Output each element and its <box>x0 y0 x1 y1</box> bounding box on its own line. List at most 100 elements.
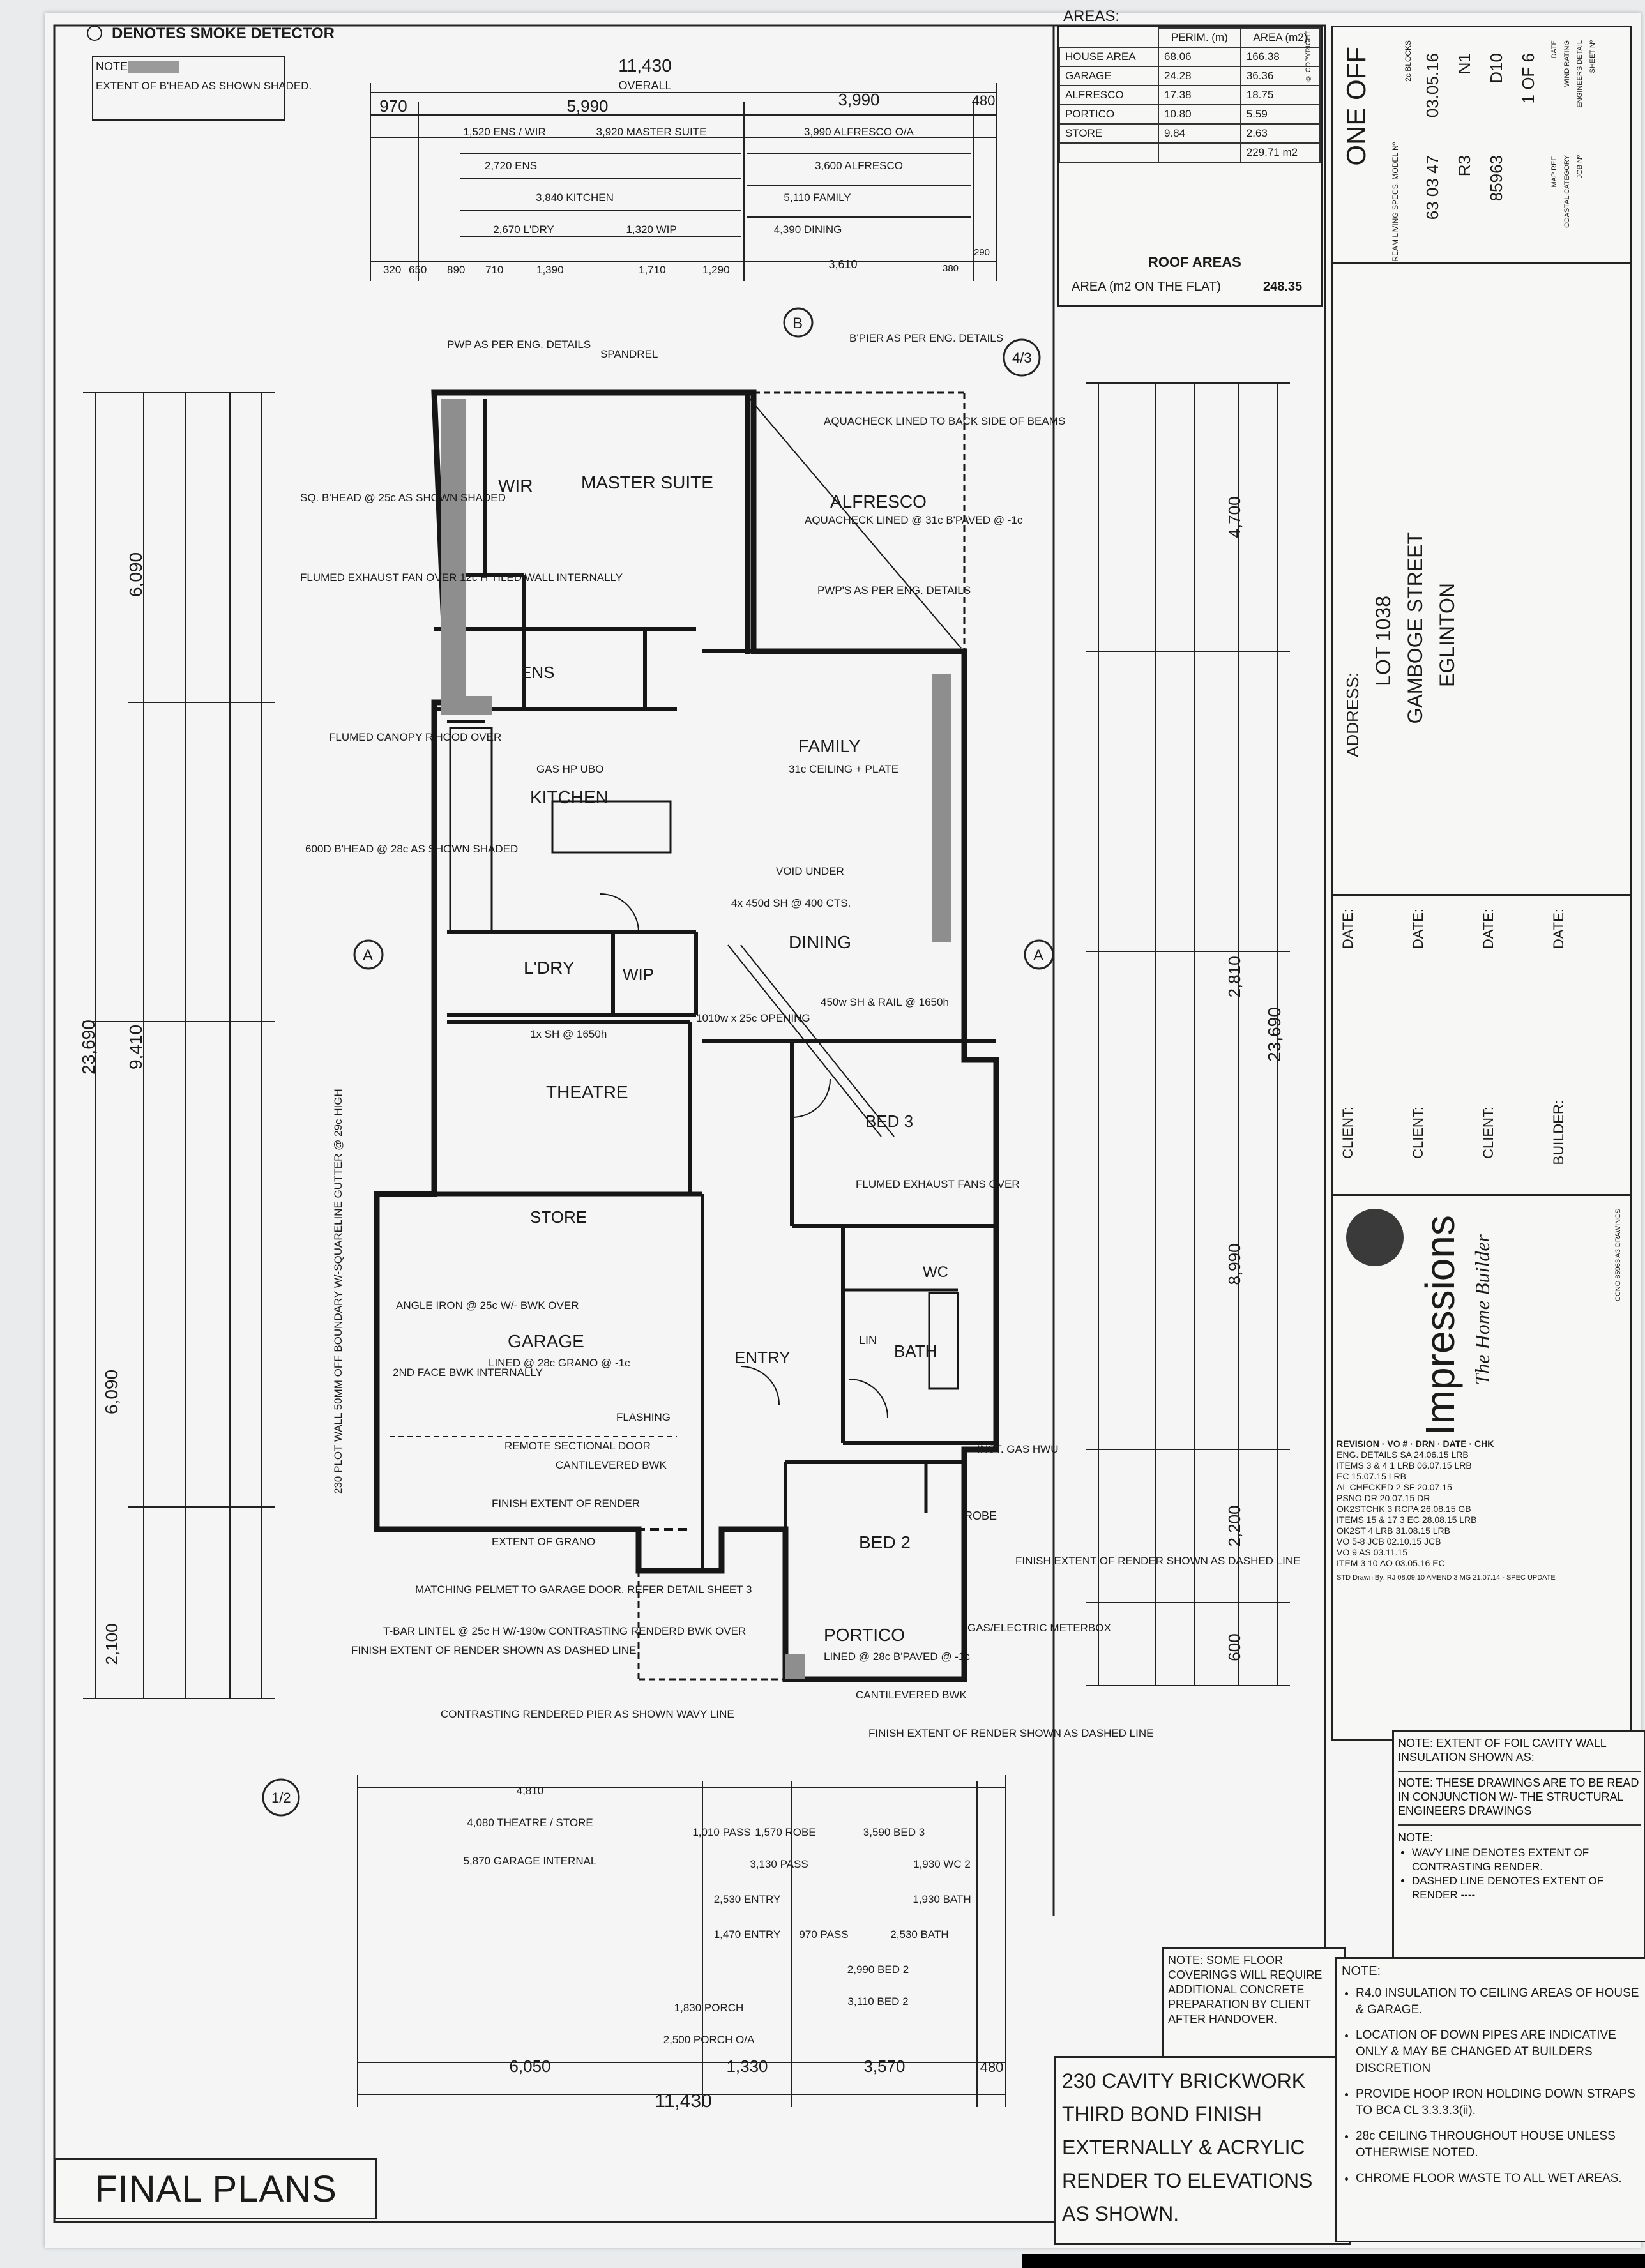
address-line-2: EGLINTON <box>1436 583 1459 687</box>
title-block-revisions: REVISION · VO # · DRN · DATE · CHK ENG. … <box>1331 1194 1632 1741</box>
rev-cell: LRB <box>1459 1515 1477 1525</box>
top-dimensions <box>370 83 997 281</box>
rev-cell: 03.05.16 <box>1395 1558 1430 1568</box>
room-robe: ROBE <box>964 1509 997 1522</box>
area-perim: 9.84 <box>1158 123 1241 144</box>
bottom-label-3: 1,010 PASS <box>692 1826 750 1838</box>
section-a-right: A <box>1033 947 1043 964</box>
callout-16: FLUMED EXHAUST FANS OVER <box>856 1178 1020 1190</box>
bottom-label-1: 4,080 THEATRE / STORE <box>467 1817 593 1829</box>
rev-cell: 15.07.15 <box>1351 1471 1386 1481</box>
table-row: VO 9 AS 03.11.15 <box>1337 1547 1630 1558</box>
rev-cell: LRB <box>1432 1525 1450 1536</box>
list-item: DASHED LINE DENOTES EXTENT OF RENDER ---… <box>1412 1874 1641 1902</box>
callout-22: FINISH EXTENT OF RENDER <box>492 1497 640 1509</box>
areas-header-perim: PERIM. (m) <box>1158 27 1241 48</box>
area-perim: 24.28 <box>1158 66 1241 86</box>
final-plans-box: FINAL PLANS <box>54 2158 377 2219</box>
bottom-label-2: 5,870 GARAGE INTERNAL <box>464 1855 597 1867</box>
rev-cell: OK2STCHK <box>1337 1504 1385 1514</box>
rev-cell: LRB <box>1451 1449 1469 1460</box>
room-wc: WC <box>923 1264 948 1281</box>
overall-top-dim: 11,430 <box>618 56 672 75</box>
company-sub: The Home Builder <box>1471 1234 1494 1386</box>
roof-title: ROOF AREAS <box>1148 254 1241 270</box>
table-row: AL CHECKED 2 SF 20.07.15 <box>1337 1482 1630 1493</box>
rev-cell: ENG. DETAILS <box>1337 1449 1398 1460</box>
roof-value: 248.35 <box>1263 280 1303 294</box>
rev-cell: DR <box>1364 1493 1377 1503</box>
bottom-dimensions <box>357 1775 1006 2107</box>
bottom-label-4: 1,570 ROBE <box>755 1826 815 1838</box>
dim-bottom-row-2: 890 <box>447 264 465 276</box>
rev-cell: RCPA <box>1395 1504 1419 1514</box>
eng-label: ENGINEERS DETAIL <box>1576 40 1584 108</box>
dim-label-10: 3,610 <box>828 258 857 271</box>
dim-bottom-row-1: 650 <box>409 264 427 276</box>
notes-bottom: NOTE: R4.0 INSULATION TO CEILING AREAS O… <box>1335 1957 1645 2242</box>
rev-h3: DATE <box>1443 1439 1467 1449</box>
callout-34: FINISH EXTENT OF RENDER SHOWN AS DASHED … <box>351 1644 636 1656</box>
bottom-label-9: 1,930 BATH <box>913 1893 971 1905</box>
rev-cell: 1 <box>1390 1460 1395 1470</box>
table-row: ITEMS 3 & 4 1 LRB 06.07.15 LRB <box>1337 1460 1630 1471</box>
right-2810-dim: 2,810 <box>1225 956 1244 997</box>
right-dimensions <box>1086 382 1290 1686</box>
rev-cell: 28.08.15 <box>1421 1515 1457 1525</box>
rev-cell: 2 <box>1395 1482 1401 1492</box>
dim-bottom-row-5: 1,710 <box>639 264 666 276</box>
overall-top-label: OVERALL <box>618 79 671 92</box>
callout-20: REMOTE SECTIONAL DOOR <box>504 1440 651 1452</box>
bottom-overall-dim: 11,430 <box>655 2090 712 2112</box>
rev-cell: JCB <box>1367 1536 1384 1546</box>
rev-cell: 20.07.15 <box>1379 1493 1415 1503</box>
section-markers <box>262 307 1054 1817</box>
callout-31: FINISH EXTENT OF RENDER SHOWN AS DASHED … <box>1015 1555 1300 1567</box>
room-lin: LIN <box>859 1334 877 1347</box>
client-label-3: CLIENT: <box>1480 1107 1496 1159</box>
rev-cell: EC <box>1407 1515 1420 1525</box>
dim-label-0: 1,520 ENS / WIR <box>463 126 545 138</box>
callout-36: 1010w x 25c OPENING <box>696 1012 810 1024</box>
table-row: VO 5-8 JCB 02.10.15 JCB <box>1337 1536 1630 1547</box>
room-ldry: L'DRY <box>524 958 575 978</box>
legend-smoke: DENOTES SMOKE DETECTOR <box>112 25 335 42</box>
rev-cell: 4 <box>1368 1525 1374 1536</box>
company-name: Impressions <box>1417 1215 1463 1435</box>
table-row: PSNO DR 20.07.15 DR <box>1337 1493 1630 1504</box>
bottom-label-13: 2,990 BED 2 <box>847 1963 909 1976</box>
right-2200-dim: 2,200 <box>1225 1505 1244 1546</box>
bottom-label-16: 2,500 PORCH O/A <box>663 2034 755 2046</box>
callout-29: INST. GAS HWU <box>977 1443 1059 1455</box>
rev-h2: DRN <box>1415 1439 1436 1449</box>
left-2100-dim: 2,100 <box>102 1623 121 1665</box>
roof-label: AREA (m2 ON THE FLAT) <box>1072 280 1221 294</box>
brickwork-note: 230 CAVITY BRICKWORK THIRD BOND FINISH E… <box>1054 2056 1351 2245</box>
callout-24: MATCHING PELMET TO GARAGE DOOR. REFER DE… <box>415 1584 752 1596</box>
area-value: 18.75 <box>1239 85 1321 105</box>
room-wip: WIP <box>623 965 654 984</box>
dim-label-9: 4,390 DINING <box>774 223 842 236</box>
dim-bottom-row-4: 1,390 <box>536 264 564 276</box>
callout-13: 4x 450d SH @ 400 CTS. <box>731 897 851 909</box>
client-label-2: CLIENT: <box>1410 1107 1426 1159</box>
builder-label: BUILDER: <box>1550 1100 1566 1165</box>
rev-cell: 3 <box>1387 1504 1393 1514</box>
dim-top-0: 970 <box>379 96 407 116</box>
areas-title: AREAS: <box>1063 8 1120 25</box>
rev-cell: AO <box>1379 1558 1393 1568</box>
rev-cell: GB <box>1458 1504 1471 1514</box>
callout-35: FLASHING <box>616 1411 671 1423</box>
callout-26: CONTRASTING RENDERED PIER AS SHOWN WAVY … <box>441 1708 734 1720</box>
left-6090b-dim: 6,090 <box>102 1370 121 1414</box>
bottom-dim-0: 6,050 <box>509 2057 550 2076</box>
area-value: 36.36 <box>1239 66 1321 86</box>
wind-value: N1 <box>1455 53 1474 75</box>
callout-2: B'PIER AS PER ENG. DETAILS <box>849 332 1003 344</box>
dim-label-7: 2,670 L'DRY <box>493 223 554 236</box>
rev-cell: SF <box>1403 1482 1415 1492</box>
dim-top-3: 480 <box>972 93 996 109</box>
address-label: ADDRESS: <box>1343 672 1362 757</box>
